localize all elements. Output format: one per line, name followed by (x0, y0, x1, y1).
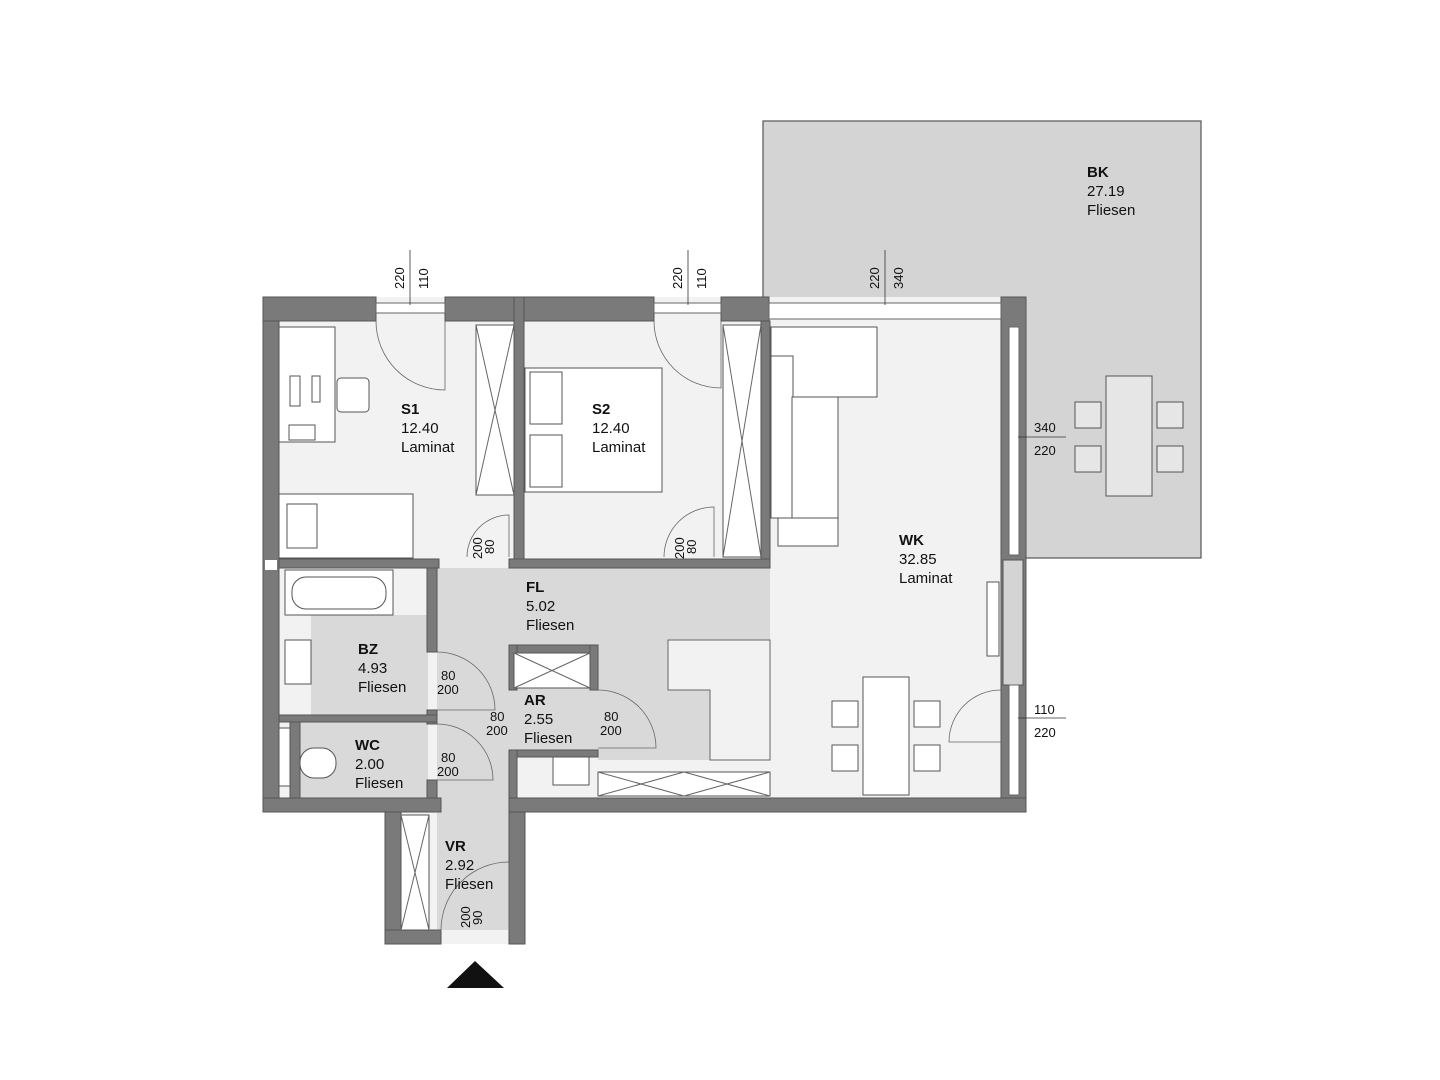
room-floor: Fliesen (445, 876, 493, 893)
room-code: S1 (401, 401, 419, 418)
win-wk-bottom-width: 110 (1034, 702, 1055, 717)
door-s1-width: 80 (482, 540, 497, 554)
win-s1-width: 110 (416, 268, 431, 289)
room-code: VR (445, 838, 466, 855)
corridor-area (437, 568, 770, 930)
door-fl-height: 200 (486, 723, 508, 738)
entrance-closet (400, 814, 430, 931)
win-wk-top-height: 220 (867, 267, 882, 289)
win-wk-top-width: 340 (891, 267, 906, 289)
room-floor: Laminat (899, 570, 953, 587)
win-s1-height: 220 (392, 267, 407, 289)
door-s2-height: 200 (672, 537, 687, 559)
room-area: 32.85 (899, 551, 937, 568)
room-label-s2: S2 12.40 Laminat (592, 401, 646, 456)
room-area: 2.55 (524, 711, 553, 728)
triangle-entrance-icon (447, 961, 504, 988)
wardrobe-s1 (475, 324, 515, 496)
kitchen-unit (597, 771, 771, 797)
windows (375, 302, 1020, 796)
room-label-vr: VR 2.92 Fliesen (445, 838, 493, 893)
room-code: S2 (592, 401, 610, 418)
storage-sink (552, 756, 590, 786)
room-label-fl: FL 5.02 Fliesen (526, 579, 574, 634)
interior-walls (278, 296, 771, 799)
room-code: WC (355, 737, 380, 754)
dimension-lines (409, 250, 1066, 719)
door-s1-height: 200 (470, 537, 485, 559)
room-code: BK (1087, 164, 1109, 181)
room-code: FL (526, 579, 544, 596)
win-s2-height: 220 (670, 267, 685, 289)
wardrobe-s2 (722, 324, 762, 558)
storage-shelf (513, 652, 591, 689)
room-floor: Laminat (592, 439, 646, 456)
room-area: 27.19 (1087, 183, 1125, 200)
room-code: AR (524, 692, 546, 709)
win-s2-width: 110 (694, 268, 709, 289)
storage-area (509, 688, 598, 752)
room-area: 2.92 (445, 857, 474, 874)
room-floor: Fliesen (526, 617, 574, 634)
bathtub (284, 569, 394, 616)
kitchen-counter (667, 639, 771, 761)
door-ar-height: 200 (600, 723, 622, 738)
win-wk-right-height: 220 (1034, 443, 1056, 458)
room-code: WK (899, 532, 924, 549)
room-floor: Fliesen (358, 679, 406, 696)
room-label-bk: BK 27.19 Fliesen (1087, 164, 1135, 219)
balcony-furniture (1074, 375, 1184, 497)
room-area: 5.02 (526, 598, 555, 615)
toilet (278, 727, 337, 787)
door-swings (375, 320, 1002, 931)
win-wk-right-width: 340 (1034, 420, 1056, 435)
wk-furniture (770, 326, 1000, 796)
room-floor: Laminat (401, 439, 455, 456)
door-bz-height: 200 (437, 682, 459, 697)
s1-furniture (278, 326, 414, 559)
room-floor: Fliesen (524, 730, 572, 747)
room-label-bz: BZ 4.93 Fliesen (358, 641, 406, 696)
door-vr-height: 200 (458, 906, 473, 928)
room-area: 2.00 (355, 756, 384, 773)
room-floor: Fliesen (1087, 202, 1135, 219)
door-s2-width: 80 (684, 540, 699, 554)
door-fl-width: 80 (490, 709, 504, 724)
door-ar-width: 80 (604, 709, 618, 724)
door-wc-width: 80 (441, 750, 455, 765)
room-area: 12.40 (401, 420, 439, 437)
room-code: BZ (358, 641, 378, 658)
room-area: 12.40 (592, 420, 630, 437)
s2-bed (524, 367, 663, 493)
washbasin (284, 639, 312, 685)
room-label-s1: S1 12.40 Laminat (401, 401, 455, 456)
bathroom-area (311, 615, 428, 715)
door-bz-width: 80 (441, 668, 455, 683)
door-wc-height: 200 (437, 764, 459, 779)
room-label-ar: AR 2.55 Fliesen (524, 692, 572, 747)
room-label-wk: WK 32.85 Laminat (899, 532, 953, 587)
room-label-wc: WC 2.00 Fliesen (355, 737, 403, 792)
door-vr-width: 90 (470, 911, 485, 925)
win-wk-bottom-height: 220 (1034, 725, 1056, 740)
room-area: 4.93 (358, 660, 387, 677)
room-floor: Fliesen (355, 775, 403, 792)
